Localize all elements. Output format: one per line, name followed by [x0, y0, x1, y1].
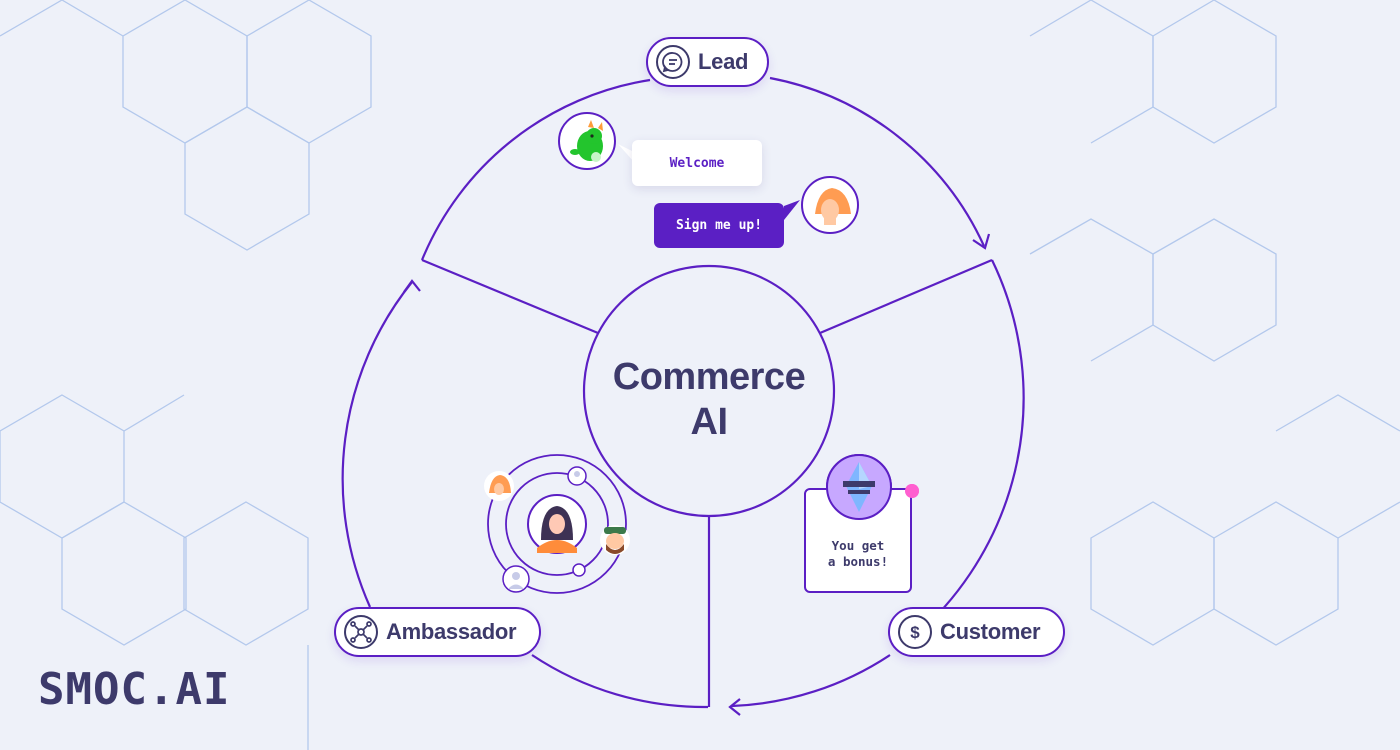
brand-logo: SMOC.AI: [38, 664, 231, 715]
bonus-gem-overlay: [826, 454, 919, 520]
center-title-line-2: AI: [690, 401, 729, 443]
network-icon: [344, 615, 378, 649]
stage-ambassador-label: Ambassador: [386, 619, 517, 644]
bonus-text-line-2: a bonus!: [827, 554, 889, 569]
dollar-icon: $: [898, 615, 932, 649]
svg-text:$: $: [910, 623, 920, 642]
signup-bubble-tail: [784, 200, 800, 220]
stage-lead: Lead: [646, 37, 769, 87]
dragon-avatar: [558, 112, 616, 170]
welcome-message: Welcome: [632, 140, 762, 186]
chat-bubble-icon: [656, 45, 690, 79]
welcome-bubble-tail: [618, 144, 634, 162]
stage-lead-label: Lead: [698, 49, 749, 74]
stage-ambassador: Ambassador: [334, 607, 541, 657]
signup-message: Sign me up!: [654, 203, 784, 248]
ambassador-orbit: [484, 454, 630, 594]
cycle-ring: [341, 76, 1025, 716]
character-avatar: [801, 176, 859, 234]
center-title-line-1: Commerce: [612, 356, 806, 398]
center-title: Commerce AI: [585, 355, 833, 445]
stage-customer: $ Customer: [888, 607, 1065, 657]
stage-customer-label: Customer: [940, 619, 1041, 644]
bonus-text-line-1: You get: [831, 538, 885, 553]
center-circle: [582, 264, 836, 518]
